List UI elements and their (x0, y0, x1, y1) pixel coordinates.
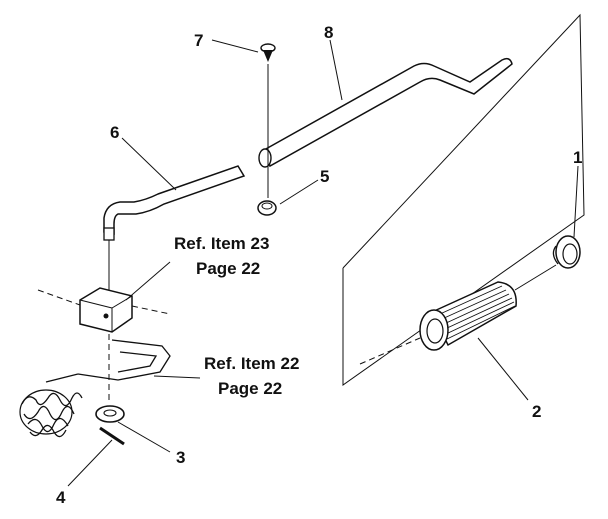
ref-item-22-label: Ref. Item 22 (204, 354, 299, 373)
part-2-grip (359, 264, 557, 401)
ref-item-23-label: Ref. Item 23 (174, 234, 269, 253)
part-3-washer (95, 405, 171, 453)
part-1-bushing (552, 165, 581, 269)
callout-2: 2 (532, 402, 541, 421)
part-8-tube (258, 39, 513, 168)
part-6-rod (103, 137, 246, 292)
ref-item-22-bracket (45, 334, 201, 400)
callout-6: 6 (110, 123, 119, 142)
callout-3: 3 (176, 448, 185, 467)
callout-5: 5 (320, 167, 329, 186)
ref-item-23-block (37, 261, 171, 333)
callout-8: 8 (324, 23, 333, 42)
callout-4: 4 (56, 488, 66, 507)
ref-item-22-page: Page 22 (218, 379, 282, 398)
ref-item-23-page: Page 22 (196, 259, 260, 278)
spring-assembly (19, 389, 83, 438)
callout-7: 7 (194, 31, 203, 50)
grip-assembly-panel (342, 13, 585, 386)
part-4-pin (67, 426, 125, 487)
callout-1: 1 (573, 148, 582, 167)
part-5-washer (257, 179, 319, 216)
part-7-screw (211, 39, 276, 198)
